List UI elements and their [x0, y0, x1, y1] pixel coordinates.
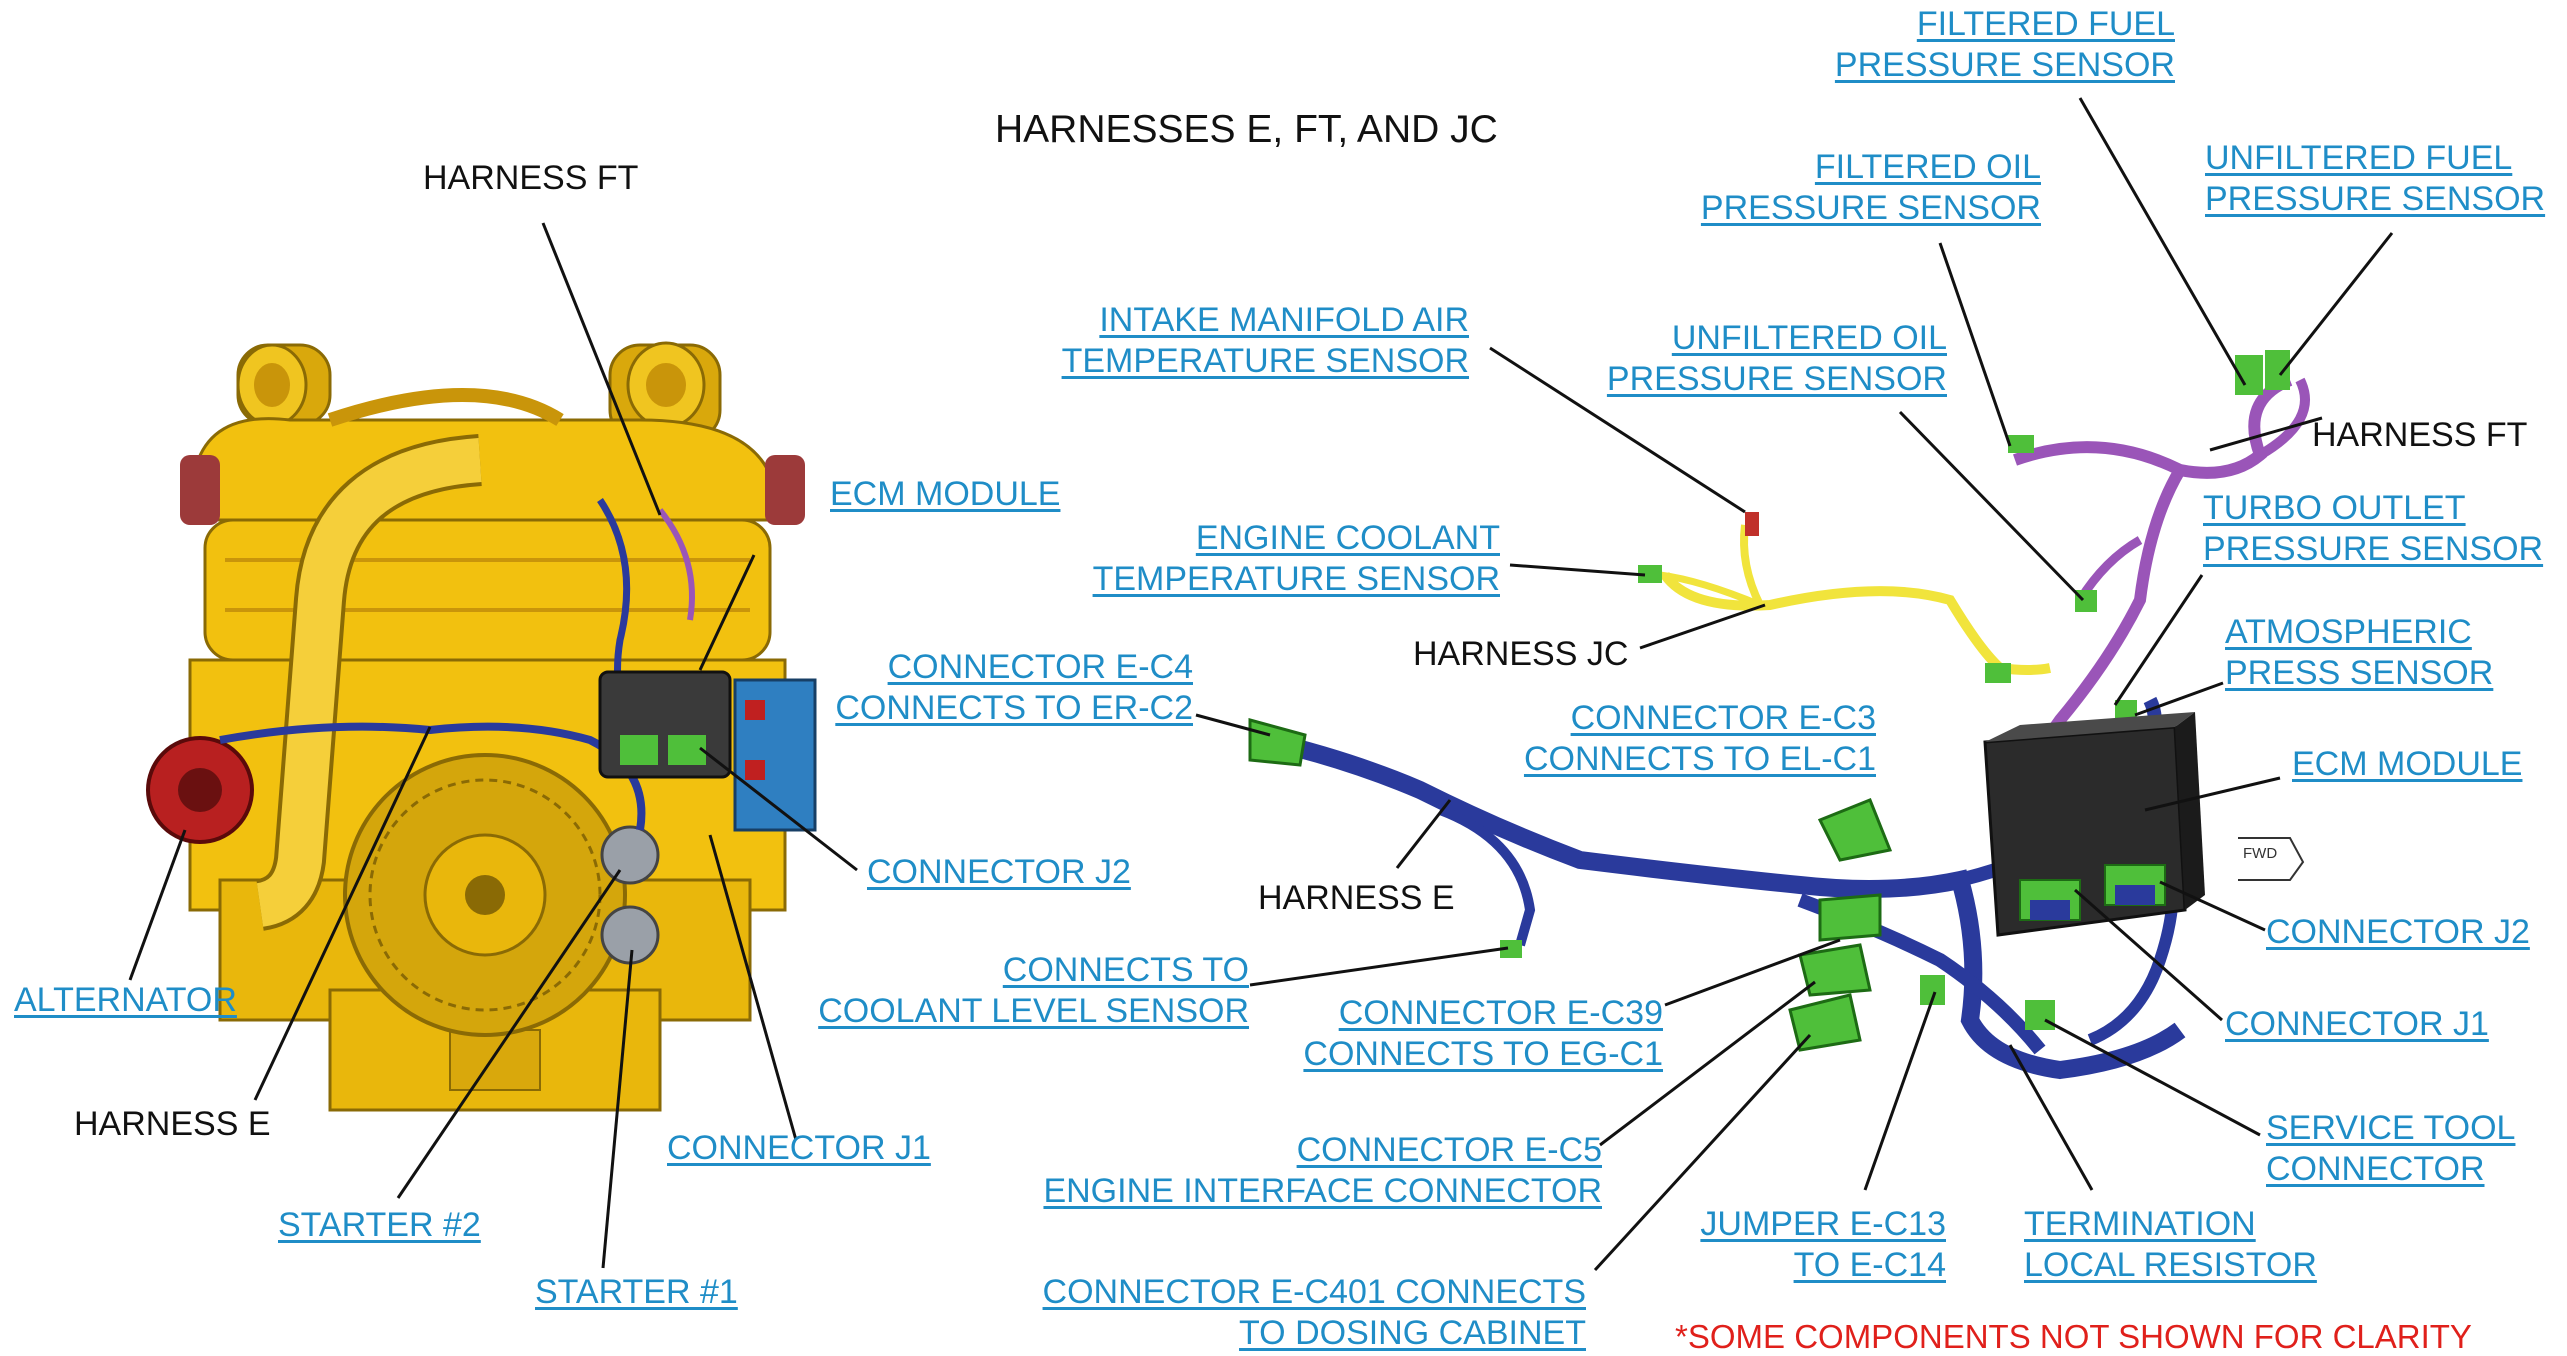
link-service-tool-line2: CONNECTOR	[2266, 1150, 2485, 1188]
link-filtered-fuel-line2: PRESSURE SENSOR	[1834, 46, 2175, 84]
link-connector-e-c4[interactable]: CONNECTOR E-C4 CONNECTS TO ER-C2	[835, 647, 1193, 729]
link-filtered-oil-line1: FILTERED OIL	[1814, 148, 2041, 186]
link-left-connector-j2[interactable]: CONNECTOR J2	[867, 853, 1131, 891]
link-unfiltered-fuel-pressure-sensor[interactable]: UNFILTERED FUEL PRESSURE SENSOR	[2205, 138, 2545, 220]
fwd-arrow	[2238, 837, 2305, 881]
link-ec3-line2: CONNECTS TO EL-C1	[1523, 740, 1876, 778]
link-turbo-outlet-line2: PRESSURE SENSOR	[2203, 530, 2544, 568]
link-termination-line2: LOCAL RESISTOR	[2024, 1246, 2317, 1284]
link-unfiltered-oil-line2: PRESSURE SENSOR	[1606, 360, 1947, 398]
engine-illustration	[146, 341, 817, 1112]
link-termination-local-resistor[interactable]: TERMINATION LOCAL RESISTOR	[2024, 1204, 2317, 1286]
diagram-title: HARNESSES E, FT, AND JC	[995, 108, 1498, 151]
link-coolant-level-sensor[interactable]: CONNECTS TO COOLANT LEVEL SENSOR	[818, 950, 1249, 1032]
link-ec4-line2: CONNECTS TO ER-C2	[835, 689, 1193, 727]
link-right-connector-j1[interactable]: CONNECTOR J1	[2225, 1005, 2489, 1043]
link-connector-e-c401[interactable]: CONNECTOR E-C401 CONNECTS TO DOSING CABI…	[1043, 1272, 1586, 1354]
clarity-note: *SOME COMPONENTS NOT SHOWN FOR CLARITY	[1675, 1318, 2472, 1355]
ecm-module-shape	[1983, 712, 2205, 937]
link-right-connector-j2[interactable]: CONNECTOR J2	[2266, 913, 2530, 951]
link-engine-coolant-temp-sensor[interactable]: ENGINE COOLANT TEMPERATURE SENSOR	[1093, 518, 1500, 600]
fwd-label: FWD	[2243, 845, 2278, 862]
link-ec401-line1: CONNECTOR E-C401 CONNECTS	[1042, 1273, 1586, 1311]
link-filtered-oil-line2: PRESSURE SENSOR	[1700, 189, 2041, 227]
link-atmospheric-press-sensor[interactable]: ATMOSPHERIC PRESS SENSOR	[2225, 612, 2493, 694]
link-connector-e-c5[interactable]: CONNECTOR E-C5 ENGINE INTERFACE CONNECTO…	[1043, 1130, 1602, 1212]
label-harness-jc: HARNESS JC	[1413, 635, 1629, 673]
link-right-ecm-module[interactable]: ECM MODULE	[2292, 745, 2523, 783]
link-filtered-fuel-pressure-sensor[interactable]: FILTERED FUEL PRESSURE SENSOR	[1835, 4, 2175, 86]
link-unfiltered-oil-line1: UNFILTERED OIL	[1671, 319, 1947, 357]
link-intake-air-line2: TEMPERATURE SENSOR	[1061, 342, 1469, 380]
link-filtered-oil-pressure-sensor[interactable]: FILTERED OIL PRESSURE SENSOR	[1701, 147, 2041, 229]
link-left-connector-j1[interactable]: CONNECTOR J1	[667, 1129, 931, 1167]
label-left-harness-ft: HARNESS FT	[423, 159, 639, 197]
link-connector-e-c39[interactable]: CONNECTOR E-C39 CONNECTS TO EG-C1	[1303, 993, 1663, 1075]
label-right-harness-e: HARNESS E	[1258, 879, 1455, 917]
link-unfiltered-fuel-line2: PRESSURE SENSOR	[2205, 180, 2546, 218]
link-jumper-line2: TO E-C14	[1793, 1246, 1946, 1284]
link-coolant-temp-line2: TEMPERATURE SENSOR	[1092, 560, 1500, 598]
link-service-tool-connector[interactable]: SERVICE TOOL CONNECTOR	[2266, 1108, 2515, 1190]
link-ec5-line1: CONNECTOR E-C5	[1296, 1131, 1602, 1169]
link-connector-e-c3[interactable]: CONNECTOR E-C3 CONNECTS TO EL-C1	[1524, 698, 1876, 780]
link-intake-air-line1: INTAKE MANIFOLD AIR	[1099, 301, 1469, 339]
link-ec39-line1: CONNECTOR E-C39	[1338, 994, 1663, 1032]
link-alternator[interactable]: ALTERNATOR	[14, 981, 237, 1019]
link-left-ecm-module[interactable]: ECM MODULE	[830, 475, 1061, 513]
link-atmospheric-line2: PRESS SENSOR	[2225, 654, 2494, 692]
link-ec4-line1: CONNECTOR E-C4	[887, 648, 1193, 686]
link-unfiltered-fuel-line1: UNFILTERED FUEL	[2205, 139, 2513, 177]
link-service-tool-line1: SERVICE TOOL	[2266, 1109, 2516, 1147]
link-ec39-line2: CONNECTS TO EG-C1	[1303, 1035, 1663, 1073]
link-turbo-outlet-line1: TURBO OUTLET	[2203, 489, 2466, 527]
link-intake-manifold-air-temp-sensor[interactable]: INTAKE MANIFOLD AIR TEMPERATURE SENSOR	[1062, 300, 1469, 382]
link-jumper-line1: JUMPER E-C13	[1700, 1205, 1946, 1243]
link-turbo-outlet-pressure-sensor[interactable]: TURBO OUTLET PRESSURE SENSOR	[2203, 488, 2543, 570]
label-left-harness-e: HARNESS E	[74, 1105, 271, 1143]
link-coolant-temp-line1: ENGINE COOLANT	[1195, 519, 1500, 557]
link-starter-1[interactable]: STARTER #1	[535, 1273, 738, 1311]
leader-lines	[128, 97, 2394, 1272]
link-unfiltered-oil-pressure-sensor[interactable]: UNFILTERED OIL PRESSURE SENSOR	[1607, 318, 1947, 400]
link-termination-line1: TERMINATION	[2024, 1205, 2256, 1243]
link-jumper-e-c13[interactable]: JUMPER E-C13 TO E-C14	[1700, 1204, 1946, 1286]
link-filtered-fuel-line1: FILTERED FUEL	[1916, 5, 2175, 43]
harness-jc-wire	[1659, 524, 2051, 675]
link-ec3-line1: CONNECTOR E-C3	[1570, 699, 1876, 737]
label-right-harness-ft: HARNESS FT	[2312, 416, 2528, 454]
link-atmospheric-line1: ATMOSPHERIC	[2225, 613, 2472, 651]
link-starter-2[interactable]: STARTER #2	[278, 1206, 481, 1244]
link-coolant-level-line1: CONNECTS TO	[1002, 951, 1249, 989]
link-ec401-line2: TO DOSING CABINET	[1239, 1314, 1586, 1352]
link-coolant-level-line2: COOLANT LEVEL SENSOR	[818, 992, 1249, 1030]
link-ec5-line2: ENGINE INTERFACE CONNECTOR	[1043, 1172, 1602, 1210]
